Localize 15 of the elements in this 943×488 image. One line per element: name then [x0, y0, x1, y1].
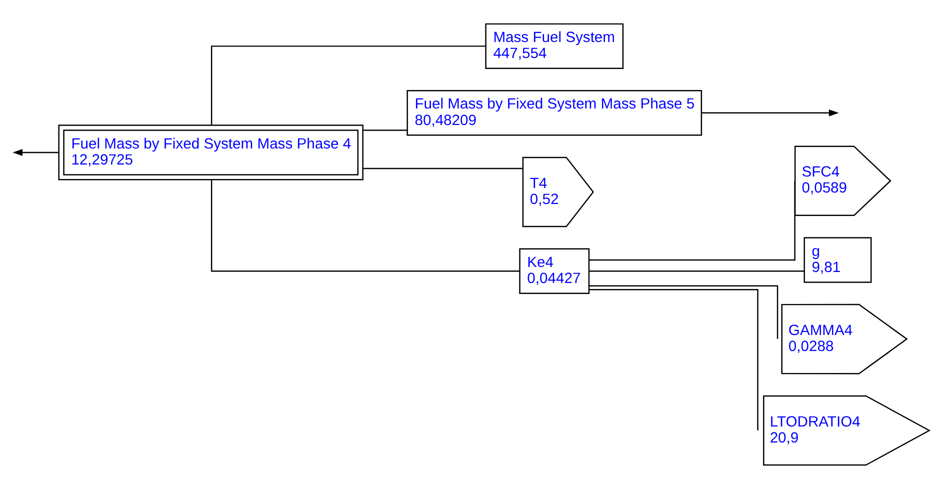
node-box: Mass Fuel System 447,554 — [485, 22, 624, 69]
arrow — [701, 108, 839, 116]
node-box: Ke4 0,04427 — [519, 248, 590, 294]
node-box: Fuel Mass by Fixed System Mass Phase 5 80,48209 — [406, 90, 702, 136]
connector — [589, 180, 796, 260]
node-box: Fuel Mass by Fixed System Mass Phase 4 12,29725 — [58, 124, 364, 180]
connector — [589, 288, 758, 430]
connector — [210, 179, 520, 272]
connector — [363, 167, 523, 169]
connector — [589, 284, 778, 338]
connector — [210, 45, 486, 125]
node-box: g 9,81 — [804, 236, 872, 282]
connector — [363, 129, 408, 130]
connector — [589, 270, 804, 272]
arrow — [12, 148, 59, 156]
